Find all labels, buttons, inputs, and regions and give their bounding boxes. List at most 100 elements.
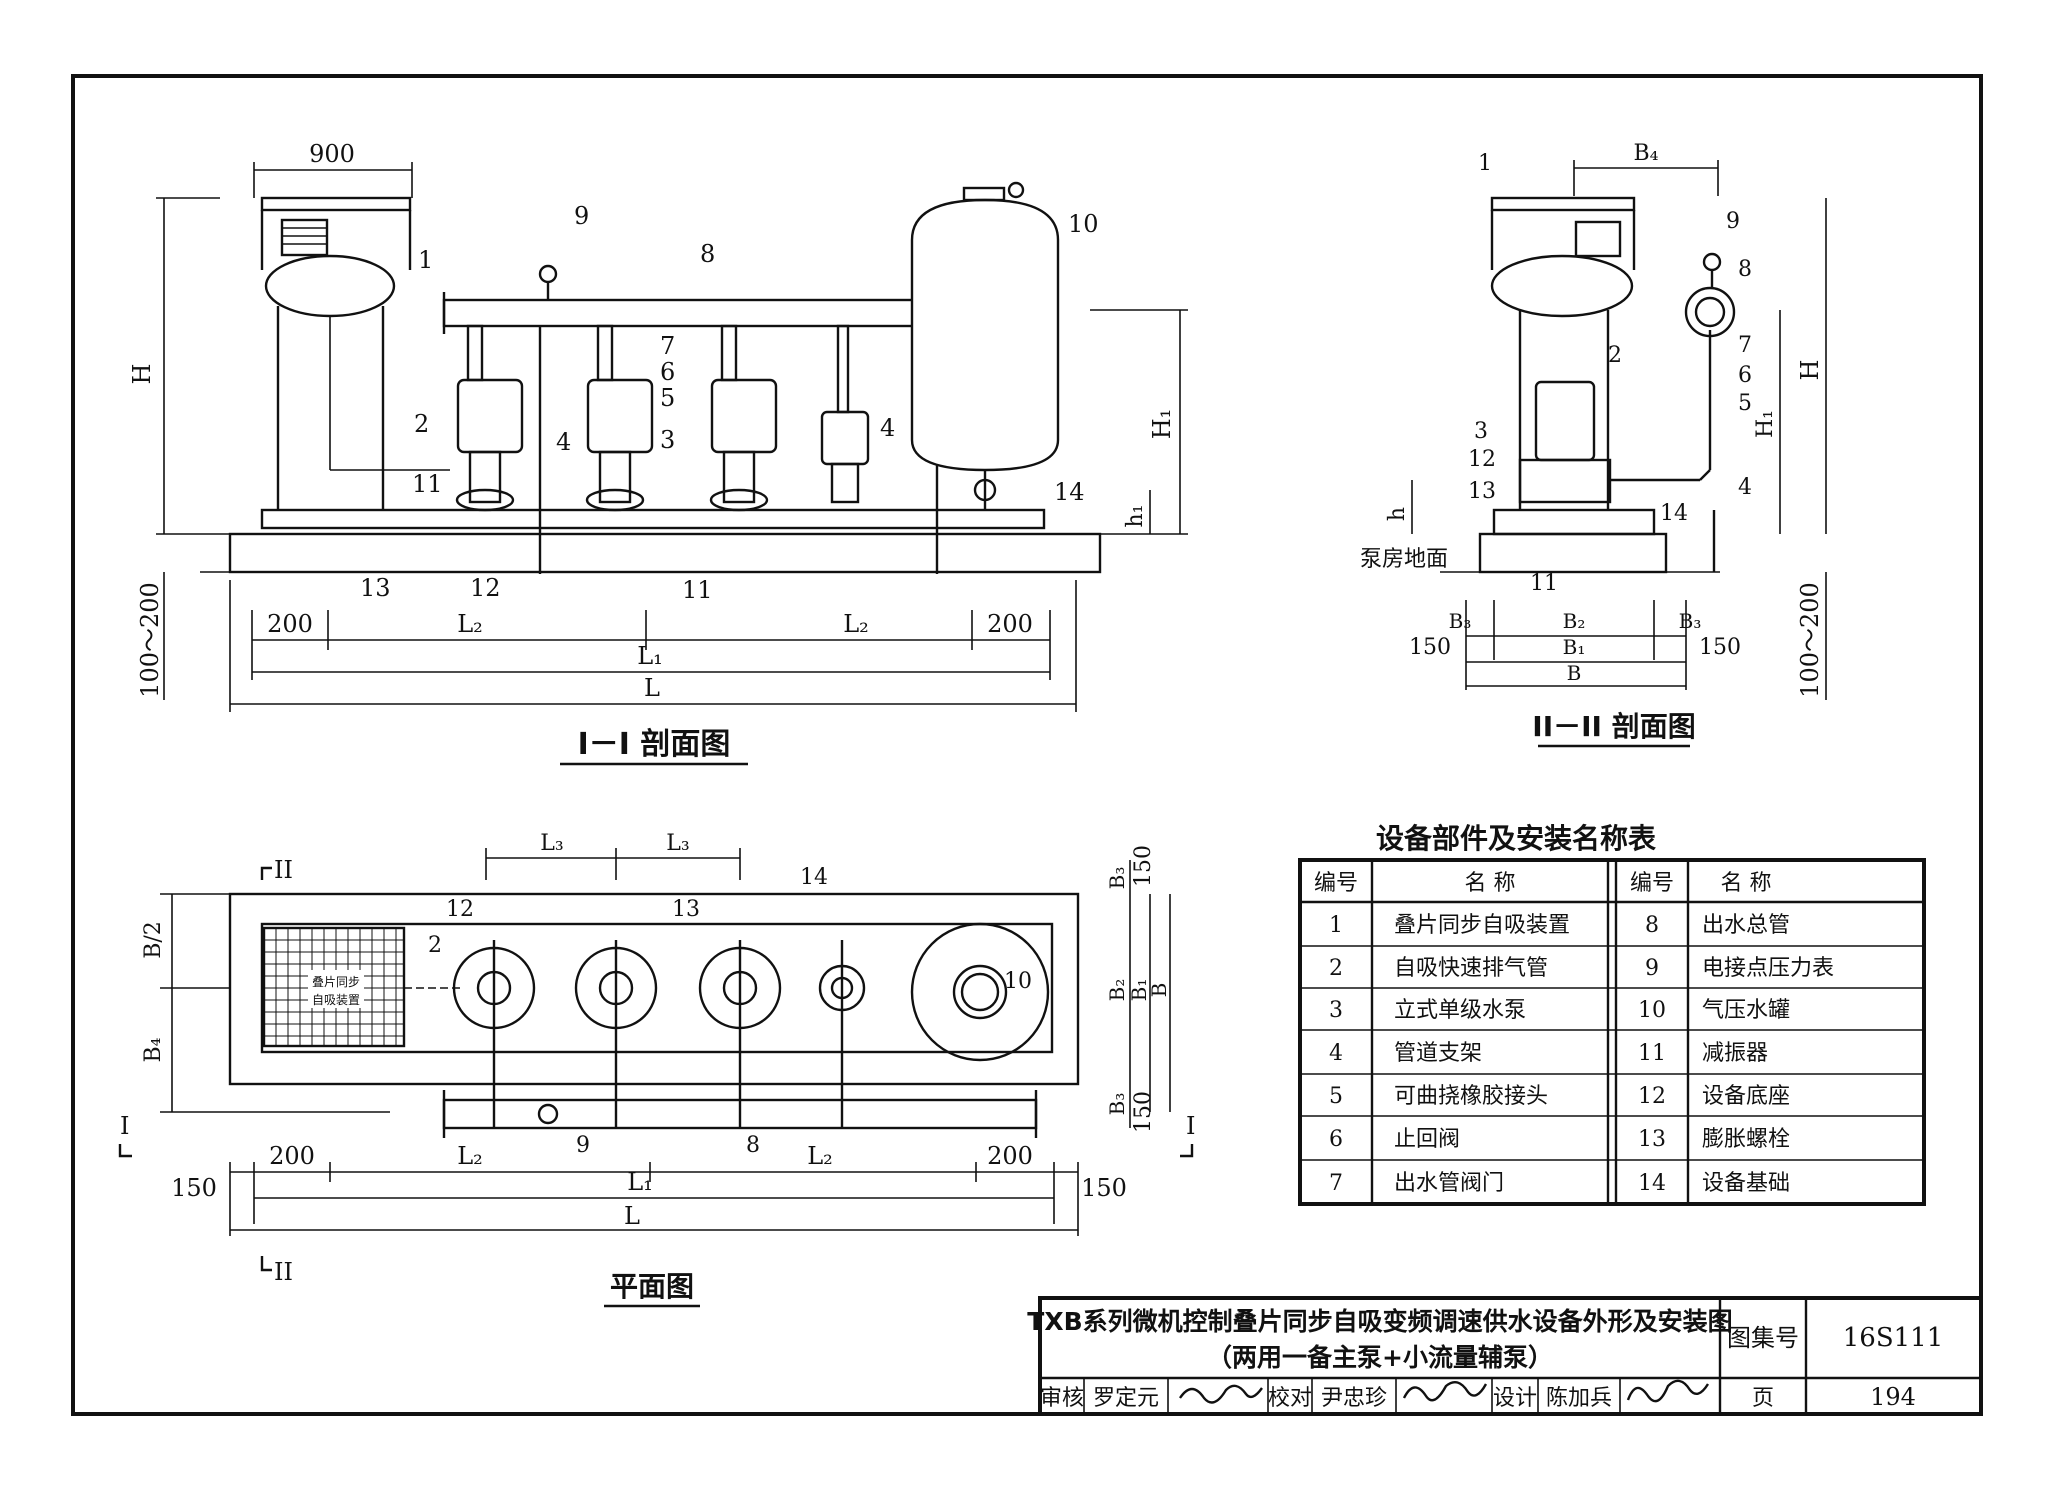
s2-callout-4: 4: [1738, 475, 1752, 500]
svg-text:气压水罐: 气压水罐: [1702, 998, 1790, 1023]
callout-10: 10: [1068, 210, 1099, 238]
plan-view: 叠片同步 自吸装置 L₃ L₃ B/2 B₄: [118, 831, 1195, 1308]
dim-150-plan-top: 150: [1131, 845, 1156, 887]
dim-150-plan-bottom: 150: [1131, 1091, 1156, 1133]
svg-text:减振器: 减振器: [1702, 1041, 1768, 1066]
section-1-view: 900 H 100～200 H₁ h₁ 200 L₂ L₂ 200 L₁ L 1…: [128, 140, 1188, 766]
s2-callout-14: 14: [1660, 501, 1688, 526]
s2-callout-5: 5: [1738, 391, 1752, 416]
self-suction-device: [260, 196, 450, 510]
equipment-foundation: [228, 532, 1102, 574]
drawing-title-line2: （两用一备主泵+小流量辅泵）: [1207, 1343, 1553, 1372]
dim-h: h: [1385, 507, 1410, 521]
atlas-label: 图集号: [1727, 1324, 1799, 1352]
svg-text:5: 5: [1329, 1084, 1343, 1109]
device-label-line2: 自吸装置: [312, 993, 360, 1007]
plan-callout-14: 14: [800, 865, 828, 890]
callout-9: 9: [574, 202, 589, 230]
plan-gauge-icon: [537, 1103, 559, 1125]
dim-right-200: 200: [987, 610, 1033, 638]
dim-L1: L₁: [637, 642, 663, 670]
parts-table: 设备部件及安装名称表 编号 名 称 编号 名 称 1 叠片同步自吸装置 8 出水…: [1298, 822, 1926, 1206]
callout-8: 8: [700, 240, 715, 268]
plan-callout-13: 13: [672, 897, 700, 922]
page-label: 页: [1752, 1386, 1774, 1411]
s2-callout-12: 12: [1468, 447, 1496, 472]
parts-table-title: 设备部件及安装名称表: [1376, 822, 1656, 855]
designer-signature: [1626, 1379, 1710, 1403]
dim-plan-200-right: 200: [987, 1142, 1033, 1170]
dim-B4: B₄: [1634, 141, 1659, 166]
dim-L: L: [644, 674, 660, 702]
svg-text:设备基础: 设备基础: [1702, 1171, 1790, 1196]
atlas-number: 16S111: [1843, 1323, 1944, 1353]
header-section-icon: [1684, 286, 1736, 338]
reviewer-signature: [1179, 1384, 1263, 1404]
svg-text:止回阀: 止回阀: [1394, 1127, 1460, 1152]
table-row: 3 立式单级水泵 10 气压水罐: [1329, 998, 1790, 1023]
check-label: 校对: [1268, 1386, 1312, 1411]
plan-callout-10: 10: [1004, 969, 1032, 994]
device-label-line1: 叠片同步: [312, 975, 360, 989]
callout-13: 13: [360, 574, 391, 602]
svg-text:9: 9: [1645, 956, 1659, 981]
plan-callout-8: 8: [746, 1133, 760, 1158]
table-row: 6 止回阀 13 膨胀螺栓: [1329, 1127, 1790, 1152]
svg-text:3: 3: [1329, 998, 1343, 1023]
svg-text:7: 7: [1329, 1171, 1343, 1196]
section-mark-I-right: I: [1186, 1112, 1195, 1140]
dim-B1: B₁: [1563, 635, 1586, 659]
dim-plan-L1: L₁: [627, 1168, 653, 1196]
svg-text:2: 2: [1329, 956, 1343, 981]
svg-text:设备底座: 设备底座: [1702, 1084, 1790, 1109]
table-row: 4 管道支架 11 减振器: [1329, 1041, 1768, 1066]
svg-text:自吸快速排气管: 自吸快速排气管: [1394, 956, 1548, 981]
svg-text:6: 6: [1329, 1127, 1343, 1152]
dim-B2-plan: B₂: [1105, 979, 1129, 1002]
callout-6: 6: [660, 358, 675, 386]
designer-name: 陈加兵: [1546, 1386, 1612, 1411]
dim-L2-left: L₂: [457, 610, 483, 638]
review-label: 审核: [1040, 1386, 1084, 1411]
plan-callout-2: 2: [428, 933, 442, 958]
plan-callout-9: 9: [576, 1133, 590, 1158]
self-suction-device-plan: [262, 926, 406, 1048]
s2-callout-1: 1: [1478, 151, 1492, 176]
dim-side-150-left: 150: [1409, 635, 1451, 660]
table-header-no-2: 编号: [1630, 871, 1674, 896]
dim-side-150-right: 150: [1699, 635, 1741, 660]
dim-L3-right: L₃: [666, 831, 689, 856]
section-mark-II-top: II: [274, 856, 293, 884]
section-2-view: 泵房地面 B₄ H H₁ 100～200 h B₃ B₂ B₃: [1360, 141, 1827, 748]
callout-11: 11: [412, 470, 443, 498]
section-1-title: I－I 剖面图: [578, 727, 731, 762]
svg-text:膨胀螺栓: 膨胀螺栓: [1702, 1127, 1790, 1152]
svg-text:电接点压力表: 电接点压力表: [1702, 956, 1834, 981]
dim-H1-right: H₁: [1753, 410, 1778, 438]
section-mark-II-bottom: II: [274, 1258, 293, 1286]
table-header-no-1: 编号: [1314, 871, 1358, 896]
design-label: 设计: [1493, 1386, 1537, 1411]
callout-4b: 4: [880, 414, 895, 442]
svg-text:12: 12: [1638, 1084, 1666, 1109]
sheet-frame: [71, 74, 1983, 1416]
svg-text:出水总管: 出水总管: [1702, 913, 1790, 938]
section-2-title: II－II 剖面图: [1532, 710, 1695, 743]
table-row: 5 可曲挠橡胶接头 12 设备底座: [1329, 1084, 1790, 1109]
svg-text:11: 11: [1638, 1041, 1666, 1066]
svg-text:13: 13: [1638, 1127, 1666, 1152]
table-row: 2 自吸快速排气管 9 电接点压力表: [1329, 956, 1834, 981]
auxiliary-pump: [820, 324, 870, 504]
dim-top-width: 900: [309, 140, 355, 168]
dim-B3-left: B₃: [1449, 609, 1472, 633]
pressure-gauge-icon: [538, 264, 558, 284]
equipment-base: [260, 508, 1046, 530]
s2-callout-9: 9: [1726, 209, 1740, 234]
dim-base-height: 100～200: [136, 582, 164, 698]
s2-callout-7: 7: [1738, 333, 1752, 358]
checker-name: 尹忠珍: [1321, 1386, 1387, 1411]
dim-B-plan: B: [1147, 983, 1171, 998]
dim-B-half: B/2: [141, 921, 166, 959]
s2-callout-3: 3: [1474, 419, 1488, 444]
